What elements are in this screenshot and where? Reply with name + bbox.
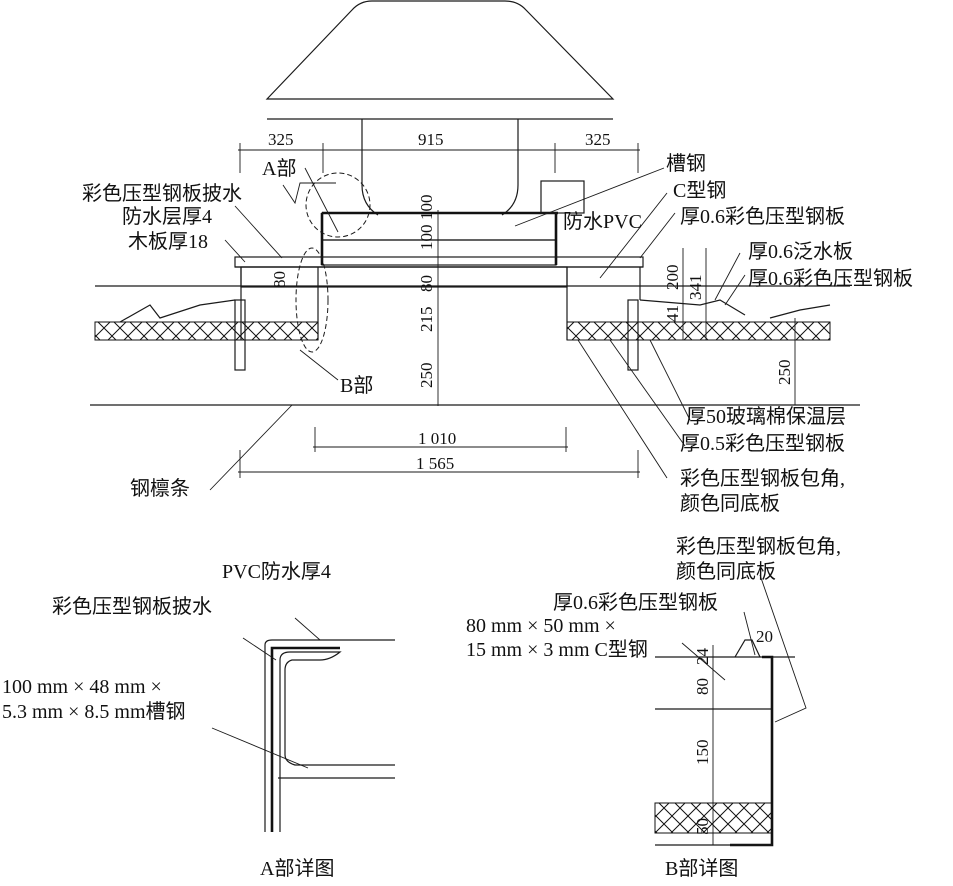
label-steel-sheet-05: 厚0.5彩色压型钢板 bbox=[680, 432, 845, 455]
label-glass-wool: 厚50玻璃棉保温层 bbox=[686, 405, 846, 428]
label-b-part: B部 bbox=[340, 374, 373, 397]
dim-top-center: 915 bbox=[418, 130, 444, 149]
part-a-marker bbox=[305, 172, 371, 238]
dim-v-100a: 100 bbox=[417, 195, 436, 221]
main-labels: A部 彩色压型钢板披水 防水层厚4 木板厚18 槽钢 C型钢 防水PVC 厚0.… bbox=[82, 152, 913, 515]
label-detail-a-channel-2: 5.3 mm × 8.5 mm槽钢 bbox=[2, 700, 186, 723]
dim-b-24: 24 bbox=[693, 648, 712, 666]
label-steel-sheet-06-right: 厚0.6彩色压型钢板 bbox=[748, 267, 913, 290]
label-waterproof-layer: 防水层厚4 bbox=[122, 205, 212, 228]
center-vertical-dimensions: 100 100 80 215 250 80 bbox=[270, 195, 439, 406]
dim-v-80: 80 bbox=[417, 275, 436, 292]
label-corner-wrap-1: 彩色压型钢板包角, bbox=[680, 467, 845, 490]
curb-structure bbox=[95, 180, 850, 371]
label-flashing-06: 厚0.6泛水板 bbox=[748, 240, 853, 263]
dim-v-250: 250 bbox=[417, 363, 436, 389]
detail-a: PVC防水厚4 彩色压型钢板披水 100 mm × 48 mm × 5.3 mm… bbox=[2, 560, 395, 880]
label-waterproof-pvc: 防水PVC bbox=[563, 210, 642, 233]
label-detail-a-flashing: 彩色压型钢板披水 bbox=[52, 595, 212, 618]
leader-lines bbox=[209, 167, 746, 491]
dim-top-left: 325 bbox=[268, 130, 294, 149]
bottom-dimensions: 1 010 1 565 bbox=[238, 427, 640, 478]
label-steel-sheet-06-top: 厚0.6彩色压型钢板 bbox=[680, 205, 845, 228]
label-a-part: A部 bbox=[262, 157, 296, 180]
label-detail-a-channel-1: 100 mm × 48 mm × bbox=[2, 676, 162, 698]
dim-right-200: 200 bbox=[663, 265, 682, 291]
dim-b-80: 80 bbox=[693, 678, 712, 695]
label-detail-b-corner-2: 颜色同底板 bbox=[676, 560, 776, 583]
part-b-marker bbox=[295, 247, 329, 353]
dim-right-341: 341 bbox=[686, 275, 705, 301]
insulation-layer bbox=[94, 299, 831, 341]
dim-v-215: 215 bbox=[417, 307, 436, 333]
label-purlin: 钢檩条 bbox=[130, 477, 190, 500]
dim-b-50: 50 bbox=[693, 818, 712, 835]
dim-b-20: 20 bbox=[756, 627, 773, 646]
dim-left-80: 80 bbox=[270, 271, 289, 288]
dim-1565: 1 565 bbox=[416, 454, 454, 473]
dim-1010: 1 010 bbox=[418, 429, 456, 448]
dim-top-right: 325 bbox=[585, 130, 611, 149]
dim-right-250: 250 bbox=[775, 360, 794, 386]
label-channel-steel: 槽钢 bbox=[666, 152, 706, 175]
label-detail-b-sheet: 厚0.6彩色压型钢板 bbox=[553, 591, 718, 614]
dim-right-41: 41 bbox=[663, 305, 682, 322]
detail-b: 24 80 150 50 20 彩色压型钢板包角, 颜色同底板 厚0.6彩色压型… bbox=[466, 535, 841, 880]
dim-b-150: 150 bbox=[693, 740, 712, 766]
dim-v-100b: 100 bbox=[417, 225, 436, 251]
label-flashing: 彩色压型钢板披水 bbox=[82, 182, 242, 205]
top-dimension: 325 915 325 bbox=[238, 130, 640, 173]
label-detail-a-pvc: PVC防水厚4 bbox=[222, 560, 331, 583]
label-detail-b-c-2: 15 mm × 3 mm C型钢 bbox=[466, 638, 648, 661]
caption-detail-a: A部详图 bbox=[260, 857, 334, 880]
right-dimensions: 200 341 41 250 bbox=[663, 248, 796, 405]
label-wood-board: 木板厚18 bbox=[128, 230, 208, 253]
caption-detail-b: B部详图 bbox=[665, 857, 738, 880]
label-c-steel: C型钢 bbox=[673, 179, 726, 202]
label-corner-wrap-2: 颜色同底板 bbox=[680, 492, 780, 515]
label-detail-b-c-1: 80 mm × 50 mm × bbox=[466, 615, 616, 637]
label-detail-b-corner-1: 彩色压型钢板包角, bbox=[676, 535, 841, 558]
